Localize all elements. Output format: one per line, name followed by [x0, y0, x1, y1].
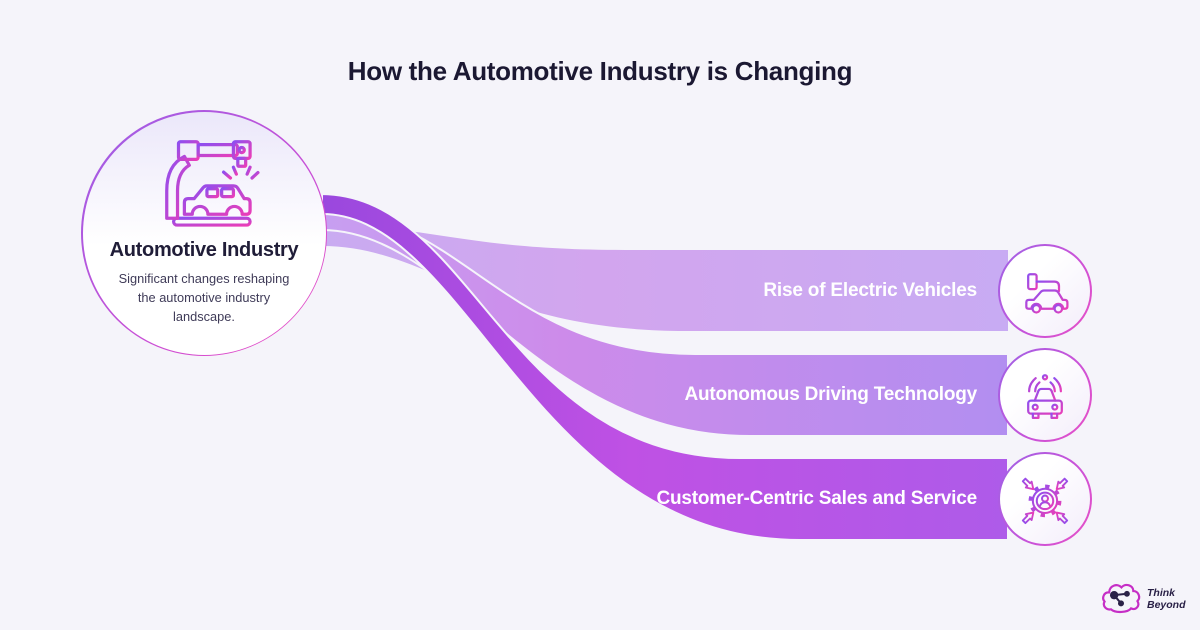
page-title: How the Automotive Industry is Changing: [347, 56, 853, 86]
root-node-title: Automotive Industry: [109, 238, 299, 261]
branch-label-customer-centric: Customer-Centric Sales and Service: [656, 488, 977, 509]
logo-wordmark: Think Beyond: [1147, 586, 1186, 611]
root-node-description: Significant changes reshaping the automo…: [118, 270, 290, 324]
logo-line-2: Beyond: [1147, 598, 1186, 611]
branch-node-autonomous-driving: [998, 348, 1092, 442]
electric-vehicle-plug-icon: [999, 245, 1091, 337]
robotic-arm-car-assembly-icon: [148, 128, 260, 233]
flow-ribbon-customer-centric: [321, 192, 1009, 541]
think-beyond-cloud-icon: [1100, 579, 1142, 620]
customer-gear-arrows-icon: [999, 453, 1091, 545]
root-node-body: Automotive Industry Significant changes …: [82, 111, 326, 355]
branch-label-electric-vehicles: Rise of Electric Vehicles: [763, 280, 977, 301]
autonomous-car-sensor-icon: [999, 349, 1091, 441]
think-beyond-logo: Think Beyond: [1100, 579, 1186, 620]
branch-node-customer-centric: [998, 452, 1092, 546]
branch-label-autonomous-driving: Autonomous Driving Technology: [684, 384, 977, 405]
root-node: Automotive Industry Significant changes …: [81, 110, 327, 356]
branch-node-electric-vehicles: [998, 244, 1092, 338]
logo-line-1: Think: [1147, 586, 1175, 599]
flow-ribbon-electric-vehicles: [322, 225, 1008, 331]
